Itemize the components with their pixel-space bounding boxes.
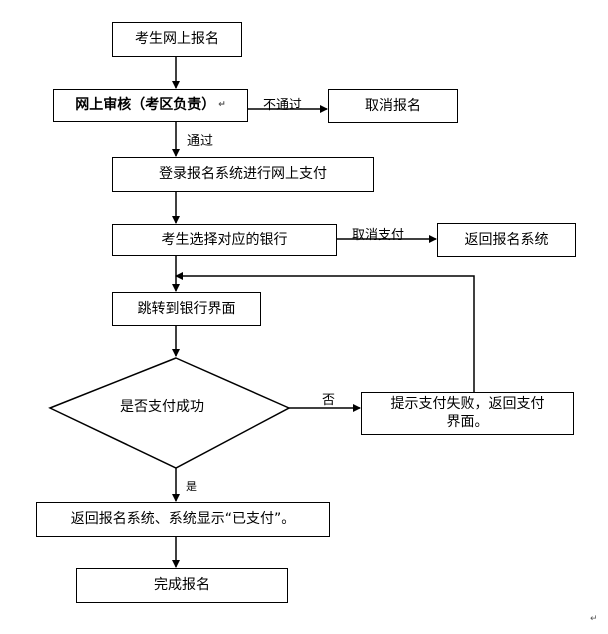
node-cancel-registration-text: 取消报名 (365, 97, 421, 114)
node-return-paid: 返回报名系统、系统显示“已支付”。 (36, 502, 330, 537)
node-choose-bank-text: 考生选择对应的银行 (161, 231, 288, 248)
node-login-pay-text: 登录报名系统进行网上支付 (159, 166, 327, 183)
edge-label-yes: 是 (186, 480, 197, 493)
arrow-fail-loop-back (175, 272, 475, 392)
node-jump-bank: 跳转到银行界面 (112, 292, 261, 326)
decision-diamond (48, 357, 291, 469)
node-return-system: 返回报名系统 (437, 223, 576, 257)
node-review: 网上审核（考区负责）↵ (53, 89, 248, 122)
node-review-text: 网上审核（考区负责） (75, 97, 216, 114)
node-jump-bank-text: 跳转到银行界面 (137, 300, 236, 317)
edge-label-cancel-pay: 取消支付 (352, 228, 405, 243)
node-complete-text: 完成报名 (154, 577, 210, 594)
node-choose-bank: 考生选择对应的银行 (112, 224, 337, 256)
node-payment-failed-line1: 提示支付失败，返回支付 (390, 396, 545, 412)
edge-label-pass: 通过 (187, 134, 214, 149)
node-payment-failed: 提示支付失败，返回支付 界面。 (361, 392, 574, 435)
node-start: 考生网上报名 (112, 22, 242, 57)
node-payment-failed-line2: 界面。 (446, 413, 489, 430)
return-mark: ↵ (218, 99, 226, 110)
edge-label-no: 否 (322, 393, 336, 408)
node-start-text: 考生网上报名 (135, 31, 219, 48)
node-login-pay: 登录报名系统进行网上支付 (112, 157, 374, 192)
node-return-system-text: 返回报名系统 (464, 231, 549, 248)
decision-text: 是否支付成功 (120, 399, 204, 415)
node-cancel-registration: 取消报名 (328, 89, 458, 123)
node-return-paid-text: 返回报名系统、系统显示“已支付”。 (70, 511, 296, 528)
trailing-return-mark: ↵ (590, 614, 598, 624)
node-complete: 完成报名 (76, 568, 288, 603)
edge-label-not-pass: 不通过 (263, 98, 303, 113)
